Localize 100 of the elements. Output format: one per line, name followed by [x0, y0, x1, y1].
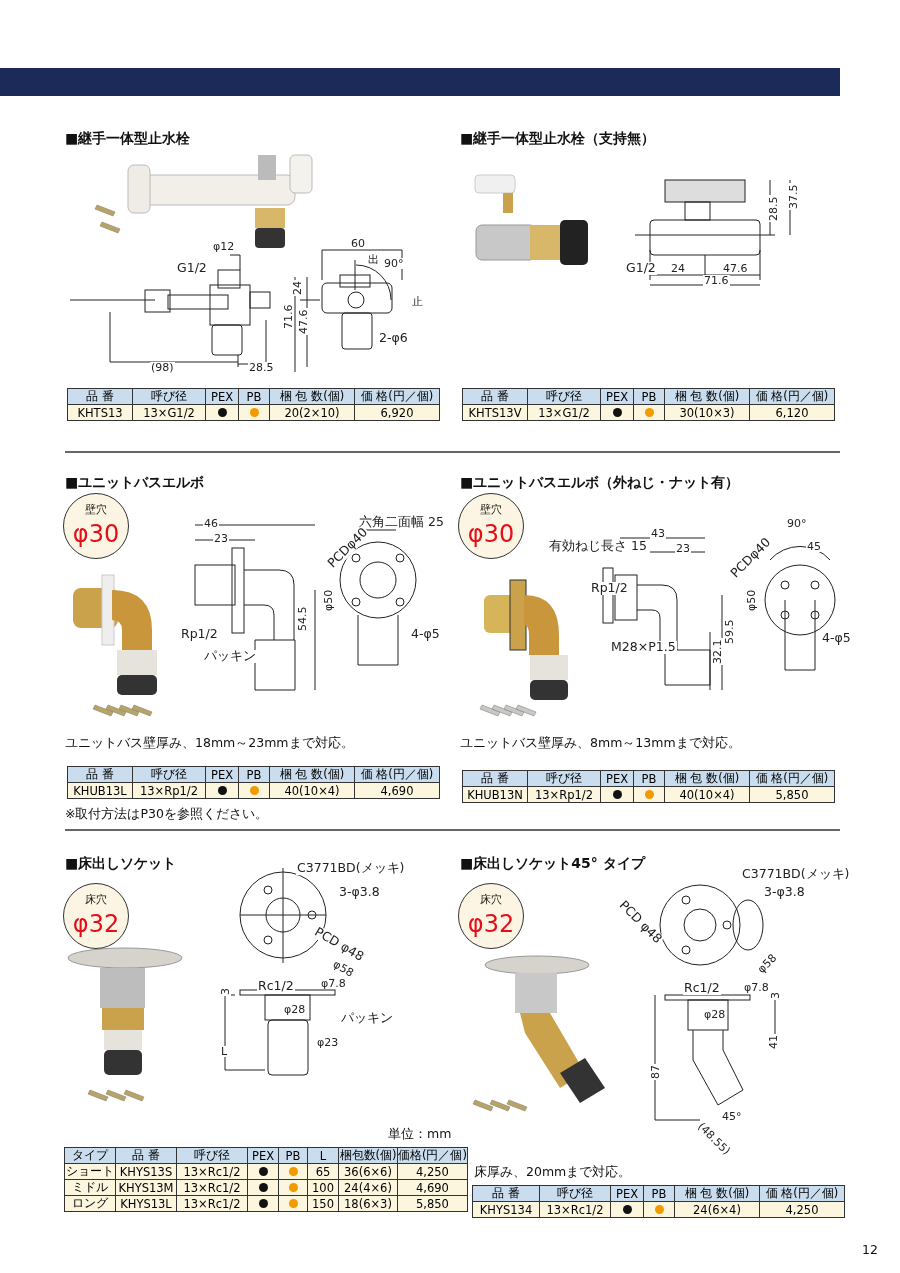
- dimension-label: 3: [770, 991, 781, 1000]
- dimension-label: φ50: [323, 588, 334, 612]
- dimension-label: φ7.8: [743, 982, 770, 993]
- table-header-cell: PB: [633, 388, 665, 405]
- section-heading: ■継手一体型止水栓（支持無）: [460, 131, 656, 145]
- table-header-cell: 呼び径: [176, 1147, 248, 1164]
- badge-value: φ32: [466, 912, 516, 936]
- table-header-cell: 品 番: [67, 388, 133, 405]
- dimension-label: 止: [411, 296, 424, 307]
- table-header-cell: 品 番: [115, 1147, 177, 1164]
- badge-value: φ30: [71, 522, 121, 546]
- dimension-label: 出: [367, 254, 380, 265]
- table-header-cell: PB: [643, 1185, 675, 1202]
- table-header-cell: PEX: [205, 388, 239, 405]
- dimension-label: 71.6: [703, 275, 730, 286]
- part-label: C3771BD(メッキ): [741, 868, 851, 881]
- table-header-cell: 呼び径: [539, 1185, 611, 1202]
- dimension-label: 28.5: [248, 362, 275, 373]
- dimension-label: 87: [650, 1064, 661, 1080]
- section-heading: ■床出しソケット: [65, 856, 177, 870]
- dimension-label: 59.5: [724, 618, 735, 645]
- table-header-cell: 呼び径: [527, 388, 601, 405]
- table-header-cell: 梱 包 数(個): [269, 388, 355, 405]
- table-header-cell: 価 格(円／個): [354, 766, 440, 783]
- page-number: 12: [862, 1244, 878, 1257]
- dimension-label: 23: [213, 533, 229, 544]
- part-label: 4-φ5: [410, 628, 441, 641]
- table-header-cell: 価 格(円／個): [749, 388, 835, 405]
- dimension-label: φ50: [746, 588, 757, 612]
- table-header-cell: 呼び径: [527, 770, 601, 787]
- dimension-label: 37.5: [788, 183, 799, 210]
- dimension-label: 47.6: [298, 308, 309, 335]
- footnote-text: ※取付方法はP30を参照ください。: [65, 808, 268, 821]
- badge-value: φ30: [466, 522, 516, 546]
- dimension-label: φ28: [283, 1004, 307, 1015]
- dimension-label: 90°: [383, 258, 405, 269]
- dimension-label: 90°: [786, 518, 808, 529]
- table-header-cell: 価格(円／個): [397, 1147, 468, 1164]
- table-header-cell: PB: [238, 388, 270, 405]
- note-text: ユニットバス壁厚み、8mm～13mmまで対応。: [460, 737, 741, 750]
- dimension-label: 45°: [721, 1111, 743, 1122]
- badge-value: φ32: [71, 912, 121, 936]
- table-header-cell: 価 格(円／個): [354, 388, 440, 405]
- footnote-text: 単位：mm: [388, 1128, 452, 1141]
- dimension-label: 54.5: [297, 605, 308, 632]
- table-header-cell: PEX: [610, 1185, 644, 1202]
- section-heading: ■継手一体型止水栓: [65, 131, 191, 145]
- table-header-cell: PEX: [600, 388, 634, 405]
- part-label: Rc1/2: [257, 980, 295, 993]
- part-label: G1/2: [176, 262, 208, 275]
- dimension-label: 41: [768, 1034, 779, 1050]
- part-label: M28×P1.5: [610, 641, 677, 654]
- table-header-cell: タイプ: [64, 1147, 116, 1164]
- part-label: Rp1/2: [180, 628, 219, 641]
- dimension-label: φ7.8: [320, 978, 347, 989]
- part-label: C3771BD(メッキ): [296, 862, 406, 875]
- table-header-cell: 呼び径: [132, 388, 206, 405]
- part-label: 4-φ5: [821, 632, 852, 645]
- dimension-label: φ23: [316, 1037, 340, 1048]
- part-label: 有効ねじ長さ 15: [548, 540, 648, 553]
- table-header-cell: 梱 包 数(個): [674, 1185, 760, 1202]
- dimension-label: 24: [670, 263, 686, 274]
- table-header-cell: PEX: [247, 1147, 279, 1164]
- table-header-cell: PB: [238, 766, 270, 783]
- table-header-cell: 価 格(円／個): [749, 770, 835, 787]
- table-header-cell: 梱 包 数(個): [269, 766, 355, 783]
- note-text: ユニットバス壁厚み、18mm～23mmまで対応。: [65, 737, 354, 750]
- table-header-cell: PB: [633, 770, 665, 787]
- table-header-cell: 梱 包 数(個): [664, 388, 750, 405]
- part-label: G1/2: [625, 262, 657, 275]
- part-label: Rc1/2: [683, 982, 721, 995]
- dimension-label: 3: [220, 987, 231, 996]
- table-header-cell: 品 番: [67, 766, 133, 783]
- table-header-cell: 呼び径: [132, 766, 206, 783]
- dimension-label: 60: [350, 238, 366, 249]
- part-label: 3-φ3.8: [763, 886, 806, 899]
- dimension-label: 43: [650, 528, 666, 539]
- table-header-cell: 品 番: [462, 770, 528, 787]
- part-label: 3-φ3.8: [338, 886, 381, 899]
- dimension-label: 46: [203, 518, 219, 529]
- dimension-label: 28.5: [768, 195, 779, 222]
- table-header-cell: L: [307, 1147, 339, 1164]
- dimension-label: 24: [292, 280, 303, 296]
- section-heading: ■ユニットバスエルボ（外ねじ・ナット有）: [460, 475, 740, 489]
- part-label: 六角二面幅 25: [358, 516, 445, 529]
- dimension-label: L: [220, 1046, 229, 1057]
- badge-caption: 床穴: [479, 894, 503, 905]
- table-header-cell: PEX: [205, 766, 239, 783]
- badge-caption: 壁穴: [479, 504, 503, 515]
- table-header-cell: PB: [278, 1147, 308, 1164]
- badge-caption: 床穴: [84, 894, 108, 905]
- badge-caption: 壁穴: [84, 504, 108, 515]
- dimension-label: 23: [675, 543, 691, 554]
- dimension-label: φ28: [703, 1009, 727, 1020]
- dimension-label: 32.1: [712, 638, 723, 665]
- table-header-cell: 品 番: [472, 1185, 540, 1202]
- part-label: パッキン: [340, 1012, 394, 1025]
- dimension-label: (98): [150, 362, 175, 373]
- dimension-label: 71.6: [283, 303, 294, 330]
- dimension-label: φ12: [212, 241, 236, 252]
